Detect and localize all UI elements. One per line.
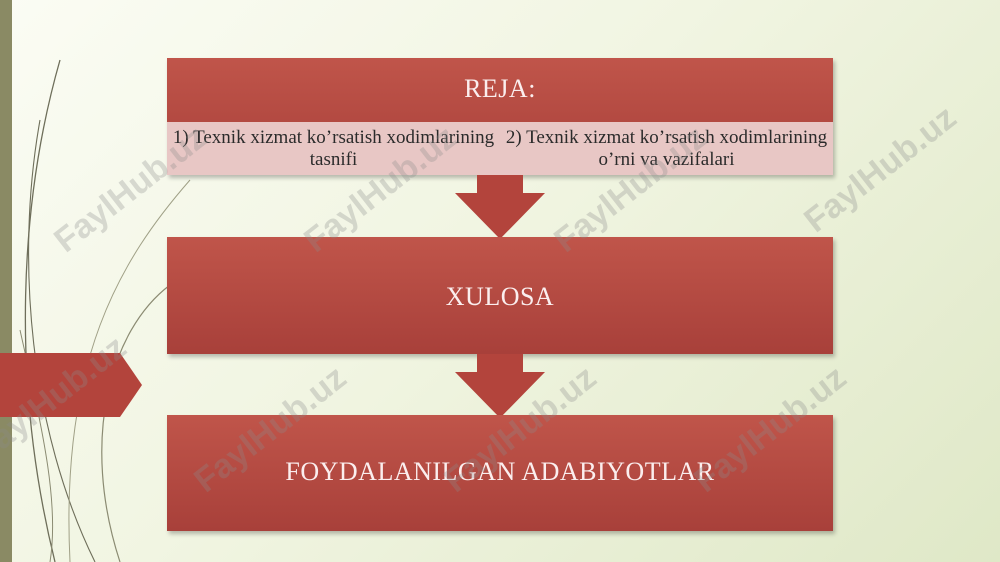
conclusion-title: XULOSA — [445, 282, 555, 311]
left-accent-bar — [0, 0, 12, 562]
plan-title: REJA: — [464, 74, 536, 103]
references-title: FOYDALANILGAN ADABIYOTLAR — [285, 457, 715, 486]
red-side-tab — [0, 353, 142, 417]
plan-item-1: 1) Texnik xizmat ko’rsatish xodimlarinin… — [172, 126, 495, 170]
references-box: FOYDALANILGAN ADABIYOTLAR — [167, 415, 833, 531]
conclusion-box: XULOSA — [167, 237, 833, 354]
plan-items-band: 1) Texnik xizmat ko’rsatish xodimlarinin… — [167, 122, 833, 175]
plan-item-2: 2) Texnik xizmat ko’rsatish xodimlarinin… — [505, 126, 828, 170]
down-arrow-2 — [455, 354, 545, 418]
down-arrow-1 — [455, 175, 545, 239]
plan-box: REJA: 1) Texnik xizmat ko’rsatish xodiml… — [167, 58, 833, 175]
